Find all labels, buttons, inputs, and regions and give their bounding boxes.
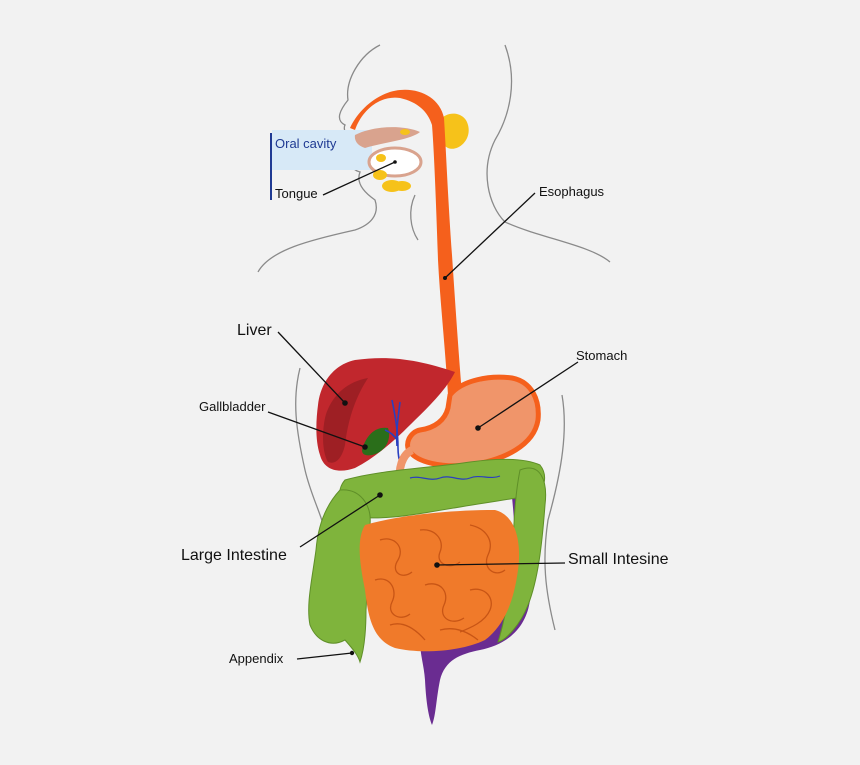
liver-shadow xyxy=(323,378,368,463)
label-leader-lines xyxy=(267,161,579,660)
small-intestine xyxy=(359,510,520,652)
rectum xyxy=(420,480,532,725)
large-intestine-label: Large Intestine xyxy=(181,547,287,564)
tongue-label: Tongue xyxy=(275,186,318,201)
mesentery-vessels xyxy=(409,475,501,480)
oral-cavity-label: Oral cavity xyxy=(275,136,337,151)
esophagus-label: Esophagus xyxy=(539,184,605,199)
liver-label: Liver xyxy=(237,322,272,339)
stomach-label: Stomach xyxy=(576,348,628,363)
large-intestine xyxy=(308,458,547,664)
esophagus xyxy=(350,89,462,395)
small-intestine-label: Small Intesine xyxy=(568,551,669,568)
gallbladder-label: Gallbladder xyxy=(199,399,266,414)
salivary-glands xyxy=(373,113,469,192)
appendix-label: Appendix xyxy=(229,651,284,666)
gallbladder xyxy=(362,427,390,456)
label-leader-dots xyxy=(342,160,481,656)
